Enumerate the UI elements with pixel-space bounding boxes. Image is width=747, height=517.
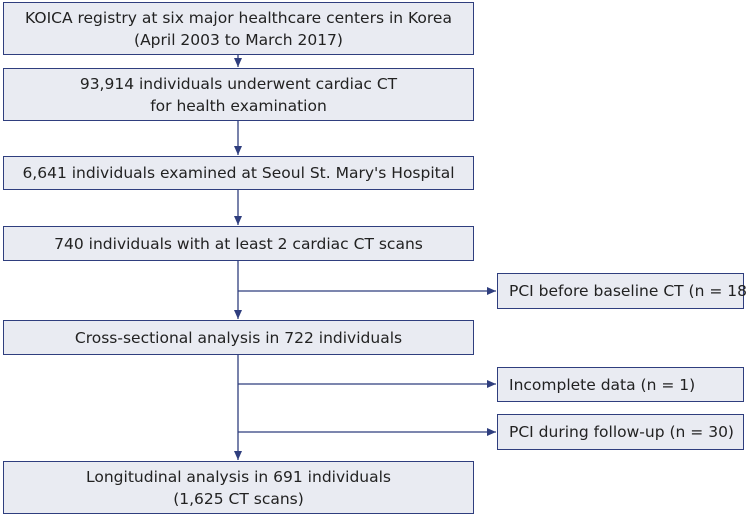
exclusion-incomplete-data-label: Incomplete data (n = 1) <box>509 375 696 394</box>
step-longitudinal-line-1: Longitudinal analysis in 691 individuals <box>86 467 391 486</box>
step-koica-registry: KOICA registry at six major healthcare c… <box>3 2 474 55</box>
exclusion-pci-before-baseline: PCI before baseline CT (n = 18) <box>497 273 747 309</box>
step-cardiac-ct-line-1: 93,914 individuals underwent cardiac CT <box>79 74 398 93</box>
step-cardiac-ct-line-2: for health examination <box>150 96 327 115</box>
step-cross-sectional-analysis: Cross-sectional analysis in 722 individu… <box>3 320 474 355</box>
step-cross-sectional-line-1: Cross-sectional analysis in 722 individu… <box>74 328 403 347</box>
step-koica-registry-line-1: KOICA registry at six major healthcare c… <box>25 8 452 27</box>
step-cardiac-ct-examination: 93,914 individuals underwent cardiac CT … <box>3 68 474 121</box>
step-longitudinal-line-2: (1,625 CT scans) <box>173 489 304 508</box>
step-seoul-st-marys-line-1: 6,641 individuals examined at Seoul St. … <box>22 164 455 182</box>
step-two-ct-scans-line-1: 740 individuals with at least 2 cardiac … <box>54 234 423 253</box>
step-longitudinal-analysis: Longitudinal analysis in 691 individuals… <box>3 461 474 514</box>
step-seoul-st-marys: 6,641 individuals examined at Seoul St. … <box>3 156 474 190</box>
exclusion-incomplete-data: Incomplete data (n = 1) <box>497 367 744 402</box>
exclusion-pci-during-follow-up: PCI during follow-up (n = 30) <box>497 414 744 450</box>
step-koica-registry-line-2: (April 2003 to March 2017) <box>134 30 343 49</box>
exclusion-pci-during-follow-up-label: PCI during follow-up (n = 30) <box>509 423 734 441</box>
exclusion-pci-before-baseline-label: PCI before baseline CT (n = 18) <box>509 282 747 300</box>
step-two-ct-scans: 740 individuals with at least 2 cardiac … <box>3 226 474 261</box>
